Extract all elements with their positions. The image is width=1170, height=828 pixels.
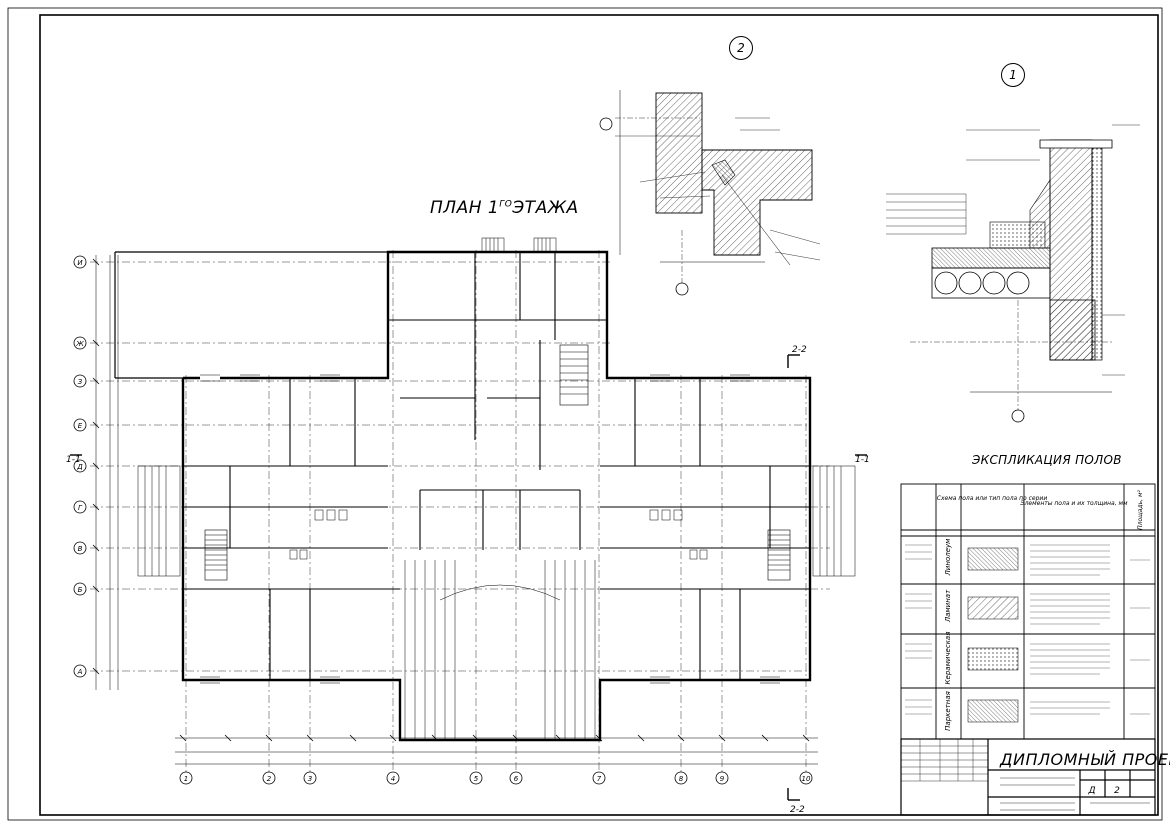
staircase-center: [559, 344, 589, 406]
axis-label: 1: [184, 775, 188, 783]
section-label: 2-2: [792, 345, 807, 355]
floor-type-labels: Линолеум Ламинат Керамическая Паркетная: [944, 538, 952, 731]
staircase-right: [767, 529, 791, 581]
axis-label: 5: [474, 775, 479, 783]
axis-label: Е: [78, 422, 83, 430]
stage-value: Д: [1087, 786, 1095, 796]
plan-title-rest: ЭТАЖА: [512, 198, 579, 218]
floor-explication-table: [900, 483, 1156, 740]
axis-label: 9: [720, 775, 725, 783]
title-block-stamp: ДИПЛОМНЫЙ ПРОЕКТ: [1000, 750, 1170, 769]
top-stairs: [481, 237, 557, 253]
section-label: 1-1: [66, 455, 81, 465]
axis-label: 4: [391, 775, 395, 783]
axis-number-labels: 1 2 3 4 5 6 7 8 9 10: [184, 775, 811, 783]
plan-title: ПЛАН 1ГОЭТАЖА: [430, 198, 579, 218]
entrance-porch-right: [812, 465, 856, 577]
axis-label: А: [77, 668, 83, 676]
floor-type: Паркетная: [944, 691, 952, 731]
axis-label: И: [77, 259, 83, 267]
detail-mark-1: 1: [1001, 63, 1025, 87]
section-cut-marks: [70, 354, 867, 801]
axis-label: 10: [802, 775, 811, 783]
axis-label: 8: [679, 775, 684, 783]
upper-wing-walls: [114, 251, 388, 379]
title-block-cells: Д 2: [1087, 786, 1120, 796]
axis-label: З: [78, 378, 83, 386]
floor-type: Керамическая: [944, 632, 952, 685]
detail-1-wall-section: [886, 124, 1140, 423]
window-marks: [200, 374, 780, 684]
staircase-left: [204, 529, 228, 581]
detail-2-roof-parapet: [599, 90, 821, 296]
dimension-ticks: [92, 258, 810, 742]
table-header: Элементы пола и их толщина, мм: [1019, 500, 1128, 507]
axis-bubbles-left: [73, 255, 87, 678]
title-block: [900, 738, 1156, 816]
axis-label: Д: [76, 463, 83, 471]
floor-type: Линолеум: [944, 538, 952, 577]
outer-walls: [181, 250, 812, 742]
floor-plan: [73, 237, 856, 785]
axis-label: 6: [514, 775, 519, 783]
inner-frame: [39, 14, 1159, 816]
axis-label: 2: [267, 775, 272, 783]
floor-table-title: ЭКСПЛИКАЦИЯ ПОЛОВ: [972, 453, 1122, 467]
sheet-value: 2: [1114, 786, 1120, 796]
axis-label: В: [78, 545, 83, 553]
plan-title-main: ПЛАН 1: [430, 198, 500, 218]
section-cut-labels: 2-2 2-2 1-1 1-1: [66, 345, 870, 815]
entrance-porch-left: [137, 465, 181, 577]
floor-type: Ламинат: [944, 589, 952, 623]
section-label: 2-2: [790, 805, 805, 815]
axis-label: Ж: [75, 340, 84, 348]
main-entrance-ramp: [404, 560, 596, 740]
detail-mark-2: 2: [729, 36, 753, 60]
axis-label: 3: [308, 775, 312, 783]
section-label: 1-1: [855, 455, 870, 465]
dimension-chains: [95, 255, 818, 765]
floor-table-headers: Схема пола или тип пола по серии Элемент…: [937, 490, 1144, 530]
axis-label: 7: [597, 775, 602, 783]
axis-bubbles-bottom: [179, 771, 813, 785]
table-header: Площадь, м²: [1137, 490, 1144, 530]
outer-frame: [7, 7, 1163, 821]
table-header: Схема пола или тип пола по серии: [937, 495, 1048, 502]
axis-label: Г: [78, 504, 83, 512]
axis-lines-vertical: [185, 250, 807, 772]
axis-letter-labels: И Ж З Е Д Г В Б А: [75, 259, 84, 676]
sanitary-fixtures: [289, 509, 708, 560]
axis-label: Б: [78, 586, 83, 594]
interior-walls: [183, 252, 810, 680]
plan-title-superscript: ГО: [499, 199, 513, 210]
